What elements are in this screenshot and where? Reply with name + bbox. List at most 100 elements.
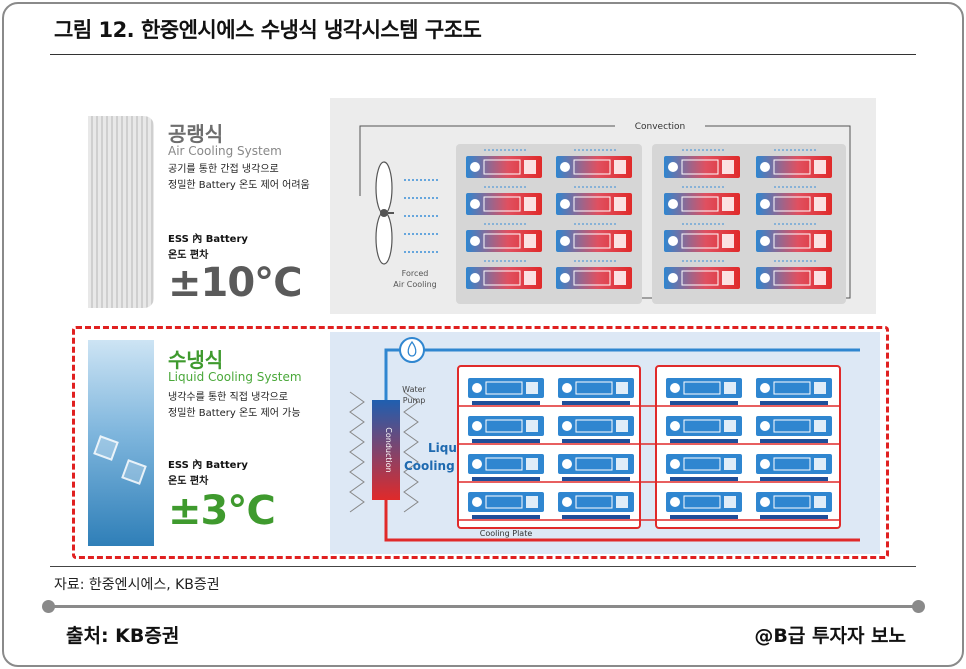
water-pump-icon [399, 337, 425, 363]
conduction-bar [372, 400, 400, 500]
fan-icon [472, 383, 482, 393]
battery-module [468, 492, 544, 519]
footer-credit-right: @B급 투자자 보노 [754, 625, 906, 647]
liquid-cooling-title: 수냉식 [168, 348, 224, 372]
fan-icon [470, 199, 480, 209]
battery-module [466, 267, 542, 289]
fan-icon [760, 236, 770, 246]
battery-module [558, 454, 634, 481]
hot-water-pipe [384, 500, 860, 542]
fan-icon [668, 273, 678, 283]
fan-icon [560, 199, 570, 209]
fan-icon [668, 199, 678, 209]
battery-module [756, 378, 832, 405]
fan-icon [470, 162, 480, 172]
cooling-plate-label: Cooling Plate [480, 529, 533, 538]
fan-icon [670, 459, 680, 469]
battery-module [756, 156, 832, 178]
fan-label-2: Air Cooling [393, 280, 437, 289]
battery-module [666, 492, 742, 519]
fan-propeller-icon [375, 161, 394, 265]
title-divider [50, 54, 916, 55]
fan-icon [470, 236, 480, 246]
battery-module [556, 156, 632, 178]
liquid-battery-modules [458, 378, 840, 521]
fan-icon [670, 421, 680, 431]
air-cooling-subtitle: Air Cooling System [168, 144, 282, 158]
fan-icon [668, 236, 678, 246]
source-note: 자료: 한중엔시에스, KB증권 [54, 577, 220, 593]
battery-module [558, 378, 634, 405]
battery-rack-group-right [652, 144, 846, 304]
liquid-cooling-center-label-2: Cooling [404, 459, 455, 473]
liquid-cooling-svg: Water Pump Conduction Liquid Cooling Coo… [349, 337, 860, 542]
battery-module [558, 492, 634, 519]
battery-module [666, 378, 742, 405]
fan-icon [760, 459, 770, 469]
fan-icon [760, 421, 770, 431]
fan-label-1: Forced [402, 269, 429, 278]
battery-module [756, 193, 832, 215]
fan-icon [560, 236, 570, 246]
battery-module [664, 193, 740, 215]
battery-module [556, 193, 632, 215]
air-battery-modules [466, 149, 832, 289]
battery-module [664, 230, 740, 252]
battery-module [556, 230, 632, 252]
footer-line [46, 605, 920, 608]
pump-label-2: Pump [403, 396, 426, 405]
air-battery-label-2: 온도 편차 [168, 250, 209, 261]
air-cooling-svg: Convection Forced Air Cooling [359, 118, 851, 304]
airflow-arrows [404, 179, 440, 253]
fan-icon [470, 273, 480, 283]
liquid-temp-deviation: ±3℃ [168, 488, 276, 534]
footer-dot-right [912, 600, 925, 613]
figure-title: 그림 12. 한중엔시에스 수냉식 냉각시스템 구조도 [54, 18, 482, 42]
liquid-cooling-info-panel: 수냉식 Liquid Cooling System 냉각수를 통한 직접 냉각으… [88, 332, 330, 554]
battery-module [468, 454, 544, 481]
battery-module [666, 454, 742, 481]
air-cooling-diagram: Convection Forced Air Cooling [330, 98, 876, 314]
fan-icon [760, 273, 770, 283]
air-cooling-title: 공랭식 [168, 122, 224, 146]
fan-icon [562, 459, 572, 469]
fan-icon [668, 162, 678, 172]
water-ice-image [88, 340, 154, 546]
battery-module [558, 416, 634, 443]
fan-icon [472, 459, 482, 469]
battery-module [466, 230, 542, 252]
fan-icon [562, 421, 572, 431]
conduction-label: Conduction [384, 427, 393, 472]
fan-icon [670, 497, 680, 507]
fan-icon [472, 421, 482, 431]
battery-module [666, 416, 742, 443]
liquid-cooling-desc-2: 정밀한 Battery 온도 제어 가능 [168, 408, 301, 419]
fan-icon [562, 497, 572, 507]
liquid-cooling-diagram: Water Pump Conduction Liquid Cooling Coo… [330, 332, 880, 554]
fan-icon [670, 383, 680, 393]
air-cooling-desc-1: 공기를 통한 간접 냉각으로 [168, 164, 279, 175]
battery-module [756, 492, 832, 519]
battery-module [556, 267, 632, 289]
source-divider [50, 566, 916, 567]
battery-module [664, 156, 740, 178]
fan-icon [472, 497, 482, 507]
battery-module [756, 230, 832, 252]
footer-dot-left [42, 600, 55, 613]
fan-icon [560, 162, 570, 172]
battery-module [756, 454, 832, 481]
heat-wave-lines [349, 391, 419, 513]
fan-icon [760, 497, 770, 507]
battery-rack-group-left [456, 144, 642, 304]
air-cooling-desc-2: 정밀한 Battery 온도 제어 어려움 [168, 180, 310, 191]
battery-module [468, 416, 544, 443]
battery-module [468, 378, 544, 405]
air-temp-deviation: ±10℃ [168, 260, 303, 306]
pump-label-1: Water [402, 385, 426, 394]
fan-icon [562, 383, 572, 393]
liquid-battery-label-1: ESS 內 Battery [168, 460, 248, 471]
desk-fan-image [88, 116, 154, 308]
cold-water-pipe [384, 348, 860, 400]
battery-module [466, 193, 542, 215]
battery-module [756, 416, 832, 443]
